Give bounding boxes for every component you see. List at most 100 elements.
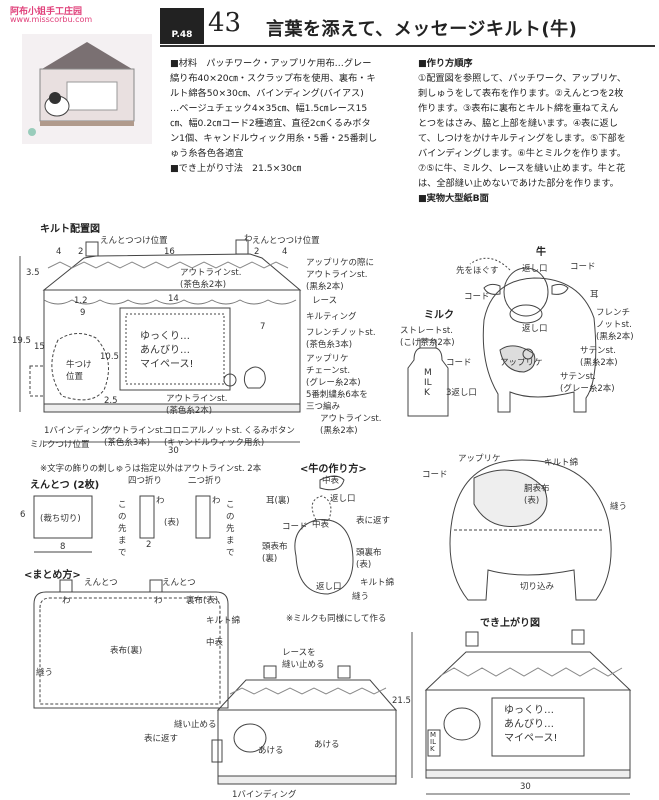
label-w: わ — [244, 234, 253, 244]
label-chimney-pos-b: えんとつつけ位置 — [252, 236, 320, 246]
cow-title: 牛 — [536, 247, 546, 258]
label-french-knot: フレンチノットst. (茶色糸3本) — [306, 328, 376, 350]
chimney-omote: (表) — [164, 518, 180, 528]
steps-line: バインディングします。⑥牛とミルクを作ります。 — [418, 148, 626, 159]
howto-batting: キルト綿 — [360, 578, 395, 588]
dim-2-5: 2.5 — [104, 396, 118, 406]
project-number: 43 — [208, 8, 242, 38]
howto-head-front: 頭裏布 (表) — [356, 548, 382, 570]
label-quilting: キルティング — [306, 312, 357, 322]
cow-label-cord-b: コード — [464, 292, 490, 302]
label-cow-pos: 牛つけ 位置 — [66, 360, 92, 382]
materials-line: …ベージュチェック4×35㎝、幅1.5㎝レース15 — [170, 103, 368, 114]
dim-19-5: 19.5 — [12, 336, 31, 346]
dim-10-5: 10.5 — [100, 352, 119, 362]
chimney-stitch-a: この先まで — [118, 500, 127, 558]
chimney-stitch-b: この先まで — [226, 500, 235, 558]
steps-line: ①配置図を参照して、パッチワーク、アップリケ、 — [418, 73, 627, 84]
cow-label-cord-a: コード — [570, 262, 596, 272]
chimney-dim-w: 8 — [60, 542, 66, 552]
materials-line: ン1個、キャンドルウィック用糸・5番・25番刺し — [170, 133, 378, 144]
steps-heading: ■作り方順序 — [418, 58, 473, 69]
howto-head-back: 頭表布 (裏) — [262, 542, 288, 564]
quilt-message: ゆっくり… あんびり… マイペース! — [140, 331, 194, 370]
cow-label-tip: 先をほぐす — [456, 266, 499, 276]
quilt-layout-drawing — [19, 239, 302, 443]
dim-16: 16 — [164, 247, 175, 257]
cow-label-french: フレンチ ノットst. (黒糸2本) — [596, 308, 634, 342]
finished-height: 21.5 — [392, 696, 411, 706]
label-braid: 5番刺繍糸6本を 三つ編み — [306, 390, 368, 412]
label-outline-black: アウトラインst. (黒糸2本) — [320, 414, 382, 436]
chimney-fold4: 四つ折り — [128, 476, 163, 486]
body-sew: 縫う — [610, 502, 628, 512]
cow-body-drawing — [449, 459, 612, 601]
finish-binding: 1バインディング — [232, 790, 297, 800]
dim-7: 7 — [260, 322, 266, 332]
finished-milk-letters: MILK — [430, 731, 437, 753]
label-outline-brown: アウトラインst. (茶色糸2本) — [180, 268, 242, 290]
cow-label-ear: 耳 — [590, 290, 599, 300]
finished-width: 30 — [520, 782, 531, 792]
title-rule — [160, 45, 655, 47]
chimney-fold2: 二つ折り — [188, 476, 223, 486]
dim-9: 9 — [80, 308, 86, 318]
body-applique: アップリケ — [458, 454, 501, 464]
watermark-site-name: 阿布小姐手工庄园 — [10, 7, 83, 17]
summary-batting: キルト綿 — [206, 616, 241, 626]
chimney-drawing — [33, 495, 211, 553]
materials-line: ゅう糸各色各適宜 — [170, 148, 244, 159]
finish-turn: 表に返す — [144, 734, 179, 744]
steps-line: 刺しゅうをして表布を作ります。②えんとつを2枚 — [418, 88, 624, 99]
cow-label-back3: 返し口 — [522, 324, 548, 334]
finish-open2: あける — [314, 740, 340, 750]
dim-2a: 2 — [78, 247, 84, 257]
finished-message: ゆっくり… あんびり… マイペース! — [504, 705, 558, 744]
finished-figure-drawing — [411, 629, 632, 795]
steps-line: ⑦⑤に牛、ミルク、レースを縫い止めます。牛と花 — [418, 163, 626, 174]
chimney-dim-h: 6 — [20, 510, 26, 520]
label-colonial: コロニアルノットst. (キャンドルウィック用糸) — [164, 426, 265, 448]
cow-label-applique: アップリケ — [500, 358, 543, 368]
body-batting: キルト綿 — [544, 458, 579, 468]
cow-label-satin2: サテンst. (グレー糸2本) — [560, 372, 615, 394]
pattern-note: ■実物大型紙B面 — [418, 193, 489, 204]
chimney-cut-label: (裁ち切り) — [40, 514, 81, 524]
label-button: くるみボタン — [244, 426, 295, 436]
cow-label-back2: 返し口 — [522, 264, 548, 274]
howto-back-opening2: 返し口 — [316, 582, 342, 592]
cow-drawing — [469, 257, 597, 413]
materials-line: ㎝、幅0.2㎝コード2種適宜、直径2㎝くるみボタ — [170, 118, 371, 129]
milk-label-back: 3返し口 — [446, 388, 477, 398]
summary-w1: わ — [62, 596, 71, 606]
cow-label-satin: サテンst. (黒糸2本) — [580, 346, 618, 368]
milk-label-straight: ストレートst. (こげ茶糸2本) — [400, 326, 455, 348]
cow-howto-title: <牛の作り方> — [300, 464, 367, 475]
dim-3-5: 3.5 — [26, 268, 40, 278]
howto-back-opening: 返し口 — [330, 494, 356, 504]
summary-front: 表布(裏) — [110, 646, 143, 656]
label-applique: アップリケ — [306, 354, 349, 364]
dim-15: 15 — [34, 342, 45, 352]
dim-14: 14 — [168, 294, 179, 304]
steps-line: は、全部縫い止めないであけた部分を作ります。 — [418, 178, 619, 189]
cow-howto-drawing — [294, 475, 354, 595]
quilt-layout-title: キルト配置図 — [40, 224, 100, 235]
summary-drawing — [33, 579, 229, 709]
label-lace: レース — [312, 296, 338, 306]
finish-sew-stop: 縫い止める — [174, 720, 217, 730]
label-milk-pos: ミルクつけ位置 — [30, 440, 90, 450]
materials-line: ■材料 パッチワーク・アップリケ用布…グレー — [170, 58, 372, 69]
summary-chimney-b: えんとつ — [162, 578, 196, 588]
embroidery-note: ※文字の飾りの刺しゅうは指定以外はアウトラインst. 2本 — [40, 464, 262, 474]
milk-title: ミルク — [424, 310, 454, 321]
page-label: P.48 — [160, 8, 204, 44]
steps-block: ■作り方順序 ①配置図を参照して、パッチワーク、アップリケ、 刺しゅうをして表布… — [418, 56, 656, 206]
steps-line: 作ります。③表布に裏布とキルト綿を重ねてえん — [418, 103, 619, 114]
finished-size: ■でき上がり寸法 21.5×30㎝ — [170, 163, 302, 174]
chimney-w1: わ — [156, 496, 165, 506]
finish-lace-stop: レースを 縫い止める — [282, 648, 325, 670]
milk-label-cord: コード — [446, 358, 472, 368]
howto-note: ※ミルクも同様にして作る — [286, 614, 387, 624]
